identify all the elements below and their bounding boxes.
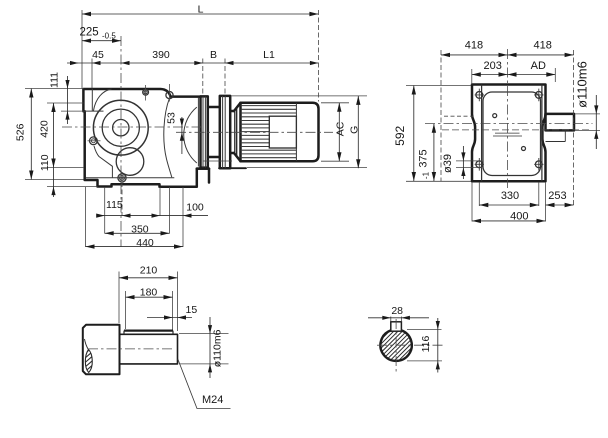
svg-text:L: L: [198, 4, 204, 16]
svg-text:418: 418: [465, 40, 483, 52]
svg-text:203: 203: [484, 60, 502, 72]
svg-text:AC: AC: [335, 121, 347, 136]
svg-text:210: 210: [140, 265, 158, 277]
svg-text:400: 400: [510, 211, 528, 223]
svg-text:45: 45: [92, 49, 104, 61]
svg-text:53: 53: [166, 112, 178, 124]
svg-text:253: 253: [548, 190, 566, 202]
svg-text:110: 110: [39, 154, 51, 171]
svg-text:G: G: [348, 126, 360, 134]
svg-text:ø39: ø39: [442, 154, 454, 173]
svg-text:418: 418: [534, 40, 552, 52]
svg-text:116: 116: [420, 335, 432, 352]
svg-text:ø110m6: ø110m6: [212, 329, 224, 367]
svg-text:-0.5: -0.5: [102, 32, 116, 41]
svg-text:225: 225: [80, 27, 99, 39]
svg-text:M24: M24: [202, 394, 223, 406]
svg-text:115: 115: [106, 199, 123, 211]
svg-text:111: 111: [49, 72, 61, 88]
svg-text:B: B: [210, 49, 217, 61]
svg-text:-1: -1: [422, 171, 431, 179]
svg-text:28: 28: [391, 305, 403, 317]
svg-text:350: 350: [131, 224, 149, 236]
svg-text:526: 526: [15, 123, 27, 141]
svg-text:390: 390: [152, 49, 170, 61]
svg-text:180: 180: [140, 287, 158, 299]
svg-text:100: 100: [186, 202, 204, 214]
svg-text:15: 15: [186, 304, 198, 316]
svg-text:330: 330: [501, 190, 519, 202]
svg-text:420: 420: [39, 120, 51, 138]
svg-text:375: 375: [417, 149, 429, 167]
svg-text:440: 440: [136, 237, 154, 249]
svg-text:AD: AD: [531, 60, 546, 72]
svg-text:592: 592: [393, 125, 407, 145]
svg-text:L1: L1: [263, 49, 275, 61]
svg-text:ø110m6: ø110m6: [574, 61, 589, 108]
